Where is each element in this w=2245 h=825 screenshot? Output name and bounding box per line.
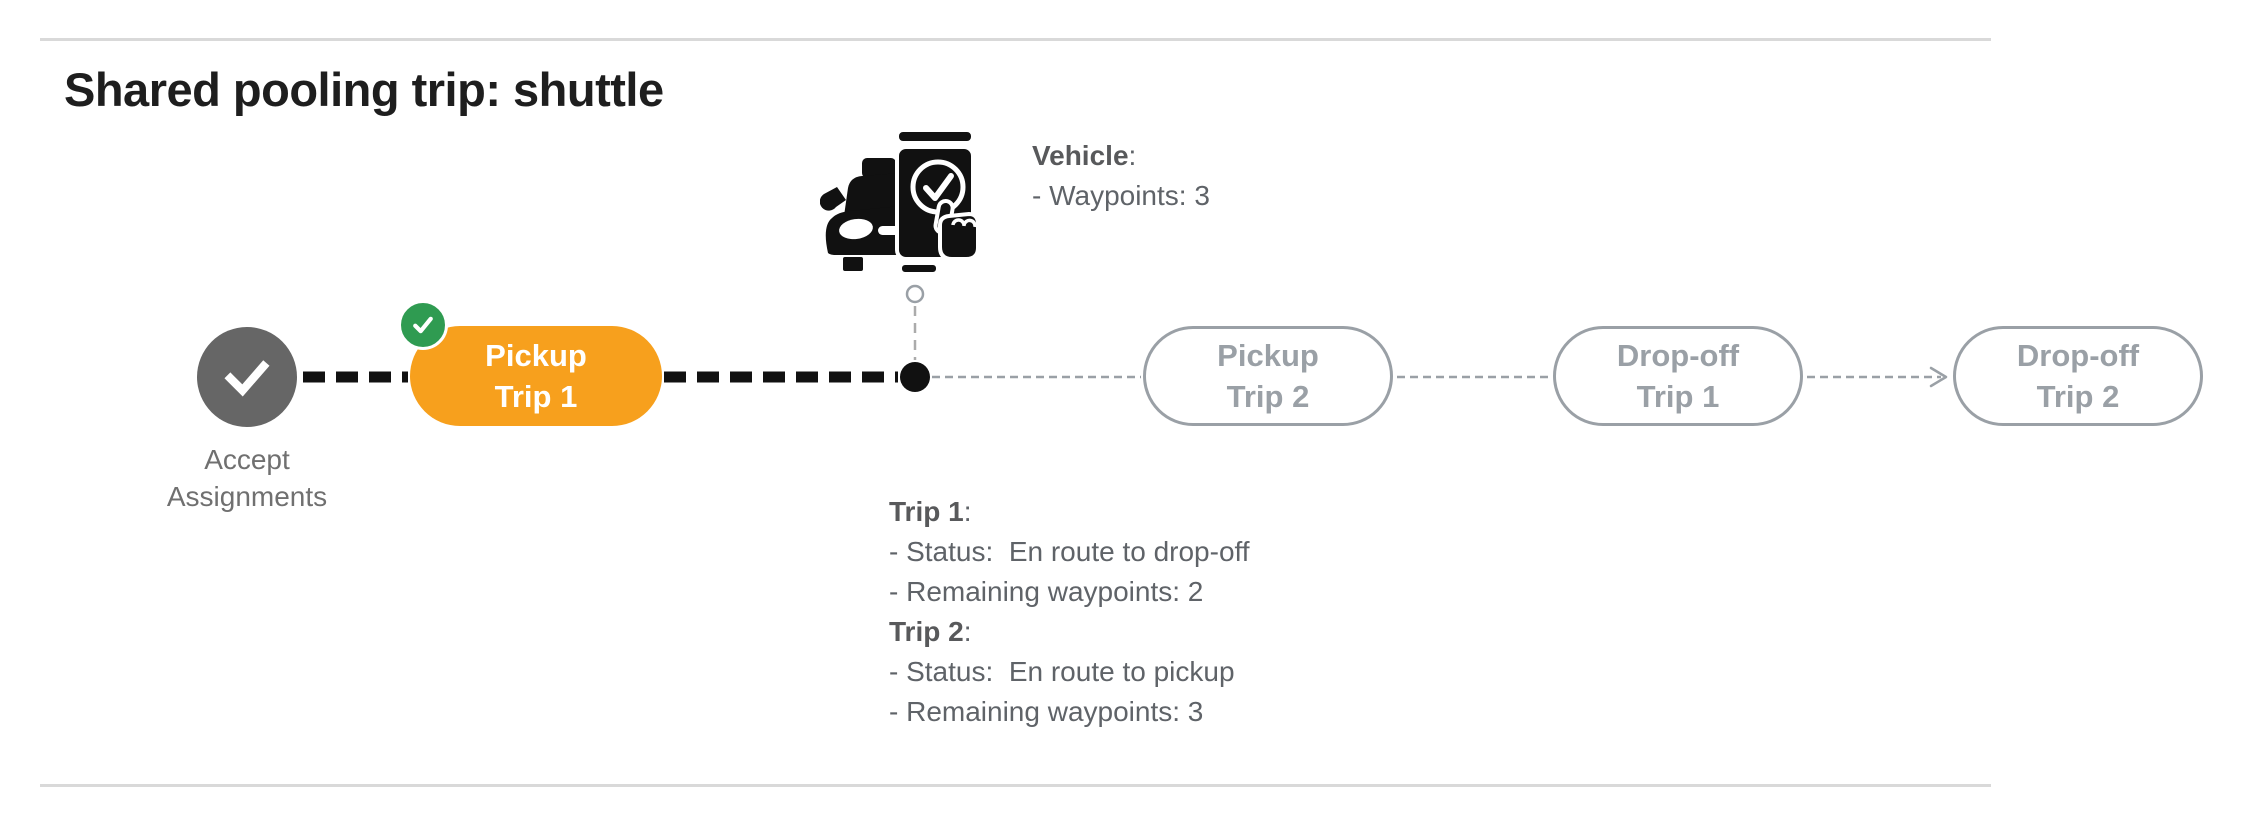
trip1-remaining-waypoints: - Remaining waypoints: 2 — [889, 576, 1204, 607]
vehicle-position-dot — [900, 362, 930, 392]
vehicle-anchor-circle — [905, 284, 925, 304]
trip1-label-colon: : — [963, 496, 972, 527]
node-label-line: Trip 1 — [1636, 379, 1720, 414]
node-label-line: Trip 2 — [2036, 379, 2120, 414]
pickup-trip-1-completed-badge — [398, 300, 448, 350]
node-label-line: Pickup — [1217, 338, 1319, 373]
trip2-label-colon: : — [963, 616, 972, 647]
trip1-label: Trip 1 — [889, 496, 964, 527]
trip2-title: Trip 2: — [889, 612, 1250, 652]
node-label-line: Pickup — [485, 338, 587, 373]
trip2-label: Trip 2 — [889, 616, 964, 647]
trip2-status: - Status: En route to pickup — [889, 656, 1235, 687]
node-accept-assignments-label: Accept Assignments — [97, 441, 397, 515]
node-label-line: Drop-off — [2016, 338, 2140, 373]
arrow-right-icon — [1929, 366, 1948, 388]
trip-info: Trip 1: - Status: En route to drop-off -… — [889, 492, 1250, 732]
node-label-line: Assignments — [166, 481, 328, 512]
node-pickup-trip-2: Pickup Trip 2 — [1143, 326, 1393, 426]
node-label-line: Trip 2 — [1226, 379, 1310, 414]
node-label-line: Drop-off — [1616, 338, 1740, 373]
trip1-status: - Status: En route to drop-off — [889, 536, 1250, 567]
node-dropoff-trip-1: Drop-off Trip 1 — [1553, 326, 1803, 426]
vehicle-waypoints: - Waypoints: 3 — [1032, 180, 1210, 211]
vehicle-info-title: Vehicle: — [1032, 136, 1210, 176]
pointing-hand — [933, 198, 980, 261]
car-with-phone-check-icon — [820, 128, 980, 276]
vehicle-label-colon: : — [1128, 140, 1137, 171]
trip1-title: Trip 1: — [889, 492, 1250, 532]
node-pickup-trip-1: Pickup Trip 1 — [410, 326, 662, 426]
top-divider — [40, 38, 1991, 41]
vehicle-label: Vehicle — [1032, 140, 1129, 171]
node-accept-assignments — [197, 327, 297, 427]
vehicle-info: Vehicle: - Waypoints: 3 — [1032, 136, 1210, 216]
trip2-remaining-waypoints: - Remaining waypoints: 3 — [889, 696, 1204, 727]
check-icon — [224, 360, 270, 397]
check-icon — [413, 316, 433, 334]
node-label-line: Accept — [204, 444, 290, 475]
diagram-title: Shared pooling trip: shuttle — [64, 63, 664, 116]
node-dropoff-trip-2: Drop-off Trip 2 — [1953, 326, 2203, 426]
bottom-divider — [40, 784, 1991, 787]
node-label-line: Trip 1 — [494, 379, 578, 414]
taxi-silhouette — [820, 158, 900, 271]
